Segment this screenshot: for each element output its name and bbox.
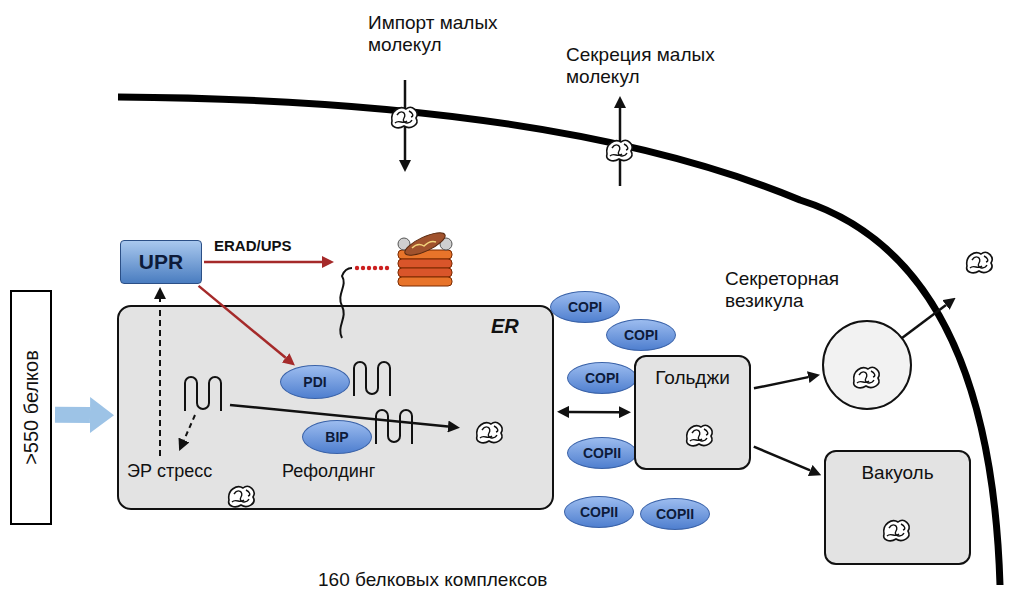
node-text: Секреторная везикула (725, 268, 865, 312)
input-box: >550 белков (10, 290, 52, 525)
vacuole-box: Вакуоль (824, 450, 971, 565)
transport-arrow (754, 447, 810, 471)
node-text: COPII (583, 445, 621, 461)
node-text: COPII (580, 504, 618, 520)
import-label: Импорт малых молекул (368, 12, 518, 56)
folded-protein (687, 425, 712, 445)
vesicle-circle: Секреторная везикула (822, 320, 912, 410)
er-box: PDI BIP ER ЭР стресс Рефолдинг (117, 305, 554, 510)
misfolded-protein (185, 377, 221, 411)
exocytosis-arrow (902, 305, 946, 338)
retrotranslocated-strand (340, 268, 352, 338)
vesicle-coat-ellipse: COPII (567, 437, 637, 469)
erad-label: ERAD/UPS (214, 237, 324, 254)
transport-arrow (754, 377, 808, 388)
node-text: PDI (303, 374, 326, 390)
transporter-protein (392, 107, 417, 127)
folded-protein (884, 520, 909, 540)
folded-protein (477, 422, 502, 442)
folded-protein (854, 367, 879, 387)
node-text: >550 белков (20, 350, 43, 465)
node-text: Гольджи (636, 367, 749, 389)
refolding-arrow (230, 405, 448, 427)
secretion-label: Секреция малых молекул (566, 44, 731, 88)
golgi-box: Гольджи (634, 355, 751, 470)
node-text: ЭР стресс (127, 461, 237, 482)
input-block-arrow (55, 407, 90, 423)
transporter-protein (607, 140, 632, 160)
cell-membrane (118, 97, 1000, 585)
folded-protein (229, 486, 254, 506)
vesicle-coat-ellipse: COPII (564, 496, 634, 528)
chaperone-ellipse: BIP (302, 420, 372, 454)
node-text: COPI (585, 370, 619, 386)
node-text: COPI (624, 327, 658, 343)
stress-arrow (184, 415, 195, 440)
erad-arrow (204, 261, 322, 264)
vesicle-coat-ellipse: COPII (640, 498, 710, 530)
upr-arrow (199, 286, 286, 358)
vesicle-coat-ellipse: COPI (567, 362, 637, 394)
node-text: BIP (325, 429, 348, 445)
vesicle-coat-ellipse: COPI (606, 319, 676, 351)
node-text: ER (491, 315, 541, 338)
vesicle-coat-ellipse: COPI (550, 291, 620, 323)
ubiquitin-chain (355, 266, 389, 270)
proteasome (398, 228, 452, 286)
stress-signal-line (159, 306, 161, 456)
complex-count-label: 160 белковых комплексов (318, 569, 578, 591)
chaperone-ellipse: PDI (280, 365, 350, 399)
chaperone-bound-protein (376, 410, 412, 444)
node-text: Вакуоль (826, 462, 969, 484)
node-text: COPI (568, 299, 602, 315)
stress-signal-arrow (159, 299, 161, 302)
upr-box: UPR (120, 240, 202, 284)
secreted-protein (967, 252, 992, 272)
chaperone-bound-protein (354, 362, 390, 396)
node-text: UPR (139, 250, 183, 274)
node-text: COPII (656, 506, 694, 522)
node-text: Рефолдинг (282, 461, 402, 482)
transport-arrow (569, 411, 619, 414)
